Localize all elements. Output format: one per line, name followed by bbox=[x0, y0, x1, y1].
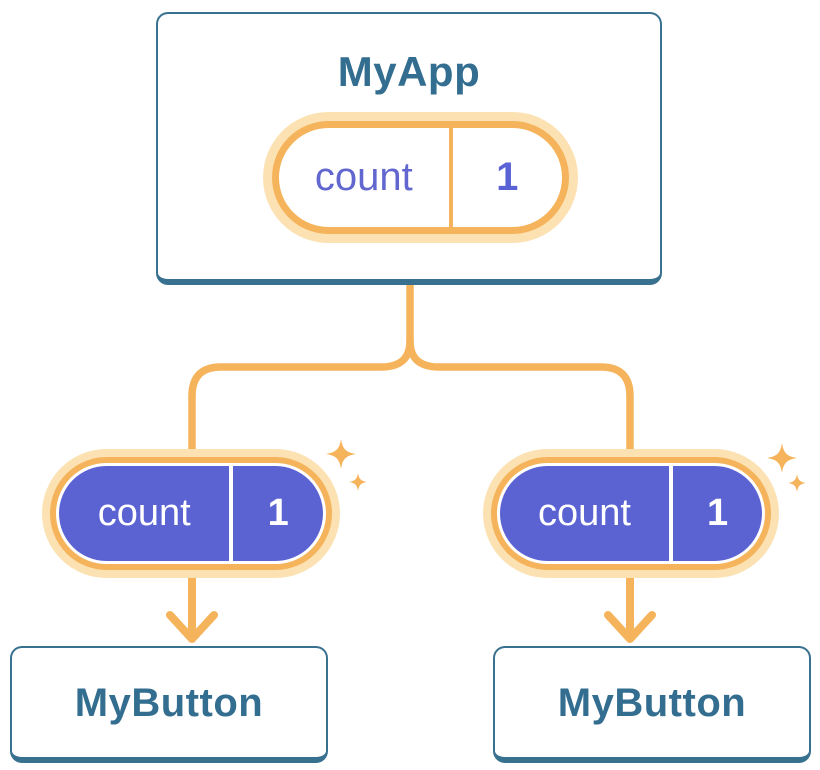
connector-branch-right bbox=[406, 337, 634, 453]
component-card-mybutton-right: MyButton bbox=[493, 646, 811, 763]
arrow-down-icon bbox=[166, 573, 218, 643]
sparkle-icon bbox=[788, 474, 806, 492]
state-value: 1 bbox=[267, 492, 289, 534]
component-card-mybutton-left: MyButton bbox=[10, 646, 328, 763]
state-name-cell: count bbox=[59, 466, 229, 561]
state-pill-root: count 1 bbox=[263, 112, 578, 243]
component-card-myapp: MyApp bbox=[156, 12, 662, 285]
state-name: count bbox=[538, 492, 631, 534]
state-value-cell: 1 bbox=[453, 128, 562, 227]
state-name: count bbox=[314, 155, 413, 199]
state-pill-fill: count 1 bbox=[59, 466, 323, 561]
connector-branch-left bbox=[188, 337, 414, 453]
pill-divider bbox=[229, 466, 234, 561]
state-name-cell: count bbox=[279, 128, 449, 227]
tree-connector-lines bbox=[188, 280, 634, 453]
state-value-cell: 1 bbox=[673, 466, 762, 561]
state-value: 1 bbox=[496, 155, 519, 199]
state-pill-body: count 1 bbox=[272, 121, 569, 234]
component-title: MyButton bbox=[557, 681, 747, 725]
state-name-cell: count bbox=[500, 466, 669, 561]
state-pill-body: count 1 bbox=[491, 457, 771, 570]
sparkle-icon bbox=[767, 443, 797, 473]
arrow-down-icon bbox=[604, 573, 656, 643]
state-pill-body: count 1 bbox=[50, 457, 332, 570]
sparkle-icon bbox=[326, 439, 356, 469]
state-pill-child-left: count 1 bbox=[42, 449, 340, 578]
state-name: count bbox=[97, 492, 191, 534]
pill-divider bbox=[669, 466, 674, 561]
state-pill-child-right: count 1 bbox=[483, 449, 779, 578]
state-value-cell: 1 bbox=[233, 466, 323, 561]
state-pill-fill: count 1 bbox=[500, 466, 762, 561]
component-title: MyApp bbox=[337, 48, 481, 95]
state-value: 1 bbox=[706, 492, 729, 534]
component-title: MyButton bbox=[74, 681, 264, 725]
sparkle-icon bbox=[349, 473, 367, 491]
pill-divider bbox=[448, 128, 453, 227]
